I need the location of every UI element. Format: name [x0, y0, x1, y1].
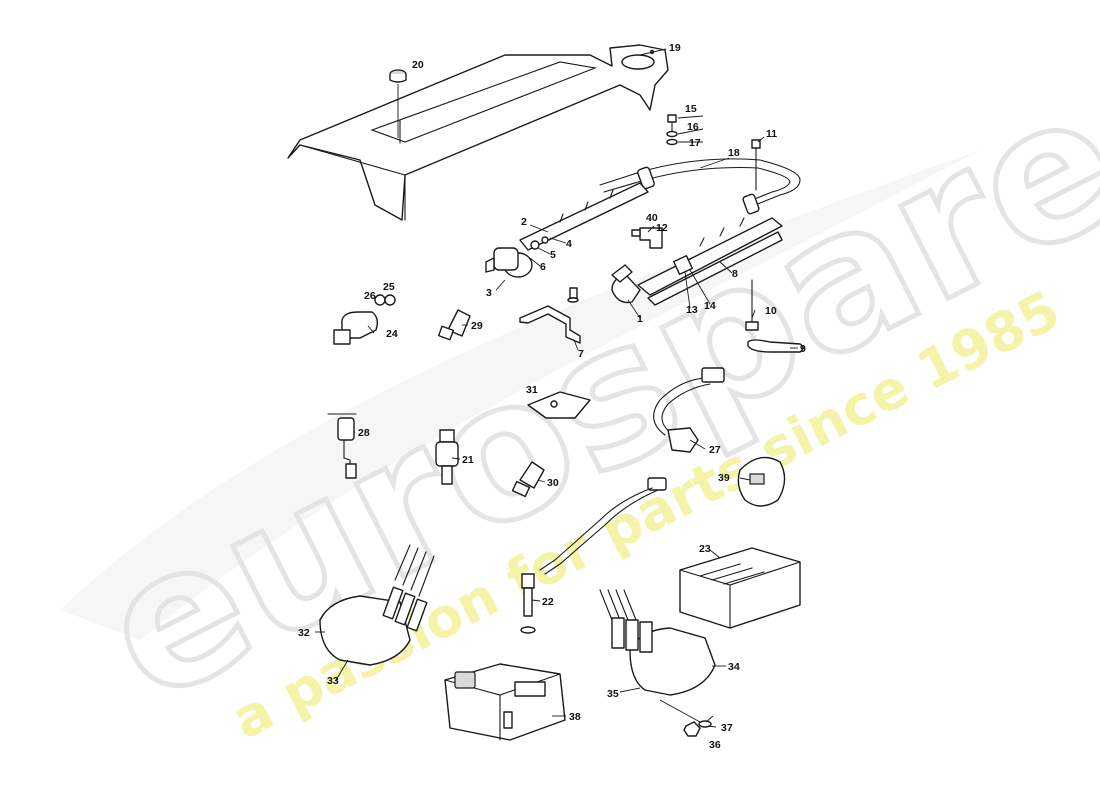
callout-10: 10	[765, 305, 777, 317]
callout-4: 4	[566, 238, 572, 250]
injector-21	[435, 429, 459, 485]
bolt-washers	[666, 114, 678, 146]
distributor-left	[319, 544, 435, 666]
callout-37: 37	[721, 722, 733, 734]
pressure-regulator	[485, 236, 549, 278]
module-31	[527, 391, 591, 419]
callout-1: 1	[637, 313, 643, 325]
distributor-right	[599, 589, 716, 696]
ignition-module	[444, 663, 566, 741]
callout-20: 20	[412, 59, 424, 71]
callout-5: 5	[550, 249, 556, 261]
callout-34: 34	[728, 661, 740, 673]
callout-28: 28	[358, 427, 370, 439]
callout-30: 30	[547, 477, 559, 489]
nut-washer	[683, 720, 712, 737]
valve-24	[333, 294, 396, 345]
callout-17: 17	[689, 137, 701, 149]
watermark: eurospares a passion for parts since 198…	[60, 0, 1100, 752]
callout-24: 24	[386, 328, 398, 340]
switch-28	[327, 413, 357, 479]
sensor-27	[653, 367, 725, 453]
callout-16: 16	[687, 121, 699, 133]
fuel-rail-right	[611, 217, 783, 306]
callout-2: 2	[521, 216, 527, 228]
bolt-11	[751, 139, 761, 191]
callout-33: 33	[327, 675, 339, 687]
fuel-rail-left	[519, 182, 649, 251]
callout-11: 11	[766, 128, 777, 140]
sensor-29	[437, 309, 471, 341]
fuel-pipe	[599, 158, 801, 215]
callout-31: 31	[526, 384, 538, 396]
callout-27: 27	[709, 444, 721, 456]
callout-8: 8	[732, 268, 738, 280]
sensor-39	[737, 456, 786, 507]
cover-plug	[389, 69, 407, 138]
callout-23: 23	[699, 543, 711, 555]
callout-12: 12	[656, 222, 668, 234]
engine-cover	[287, 44, 669, 221]
bracket-7	[519, 287, 581, 344]
callout-36: 36	[709, 739, 721, 751]
sensor-30	[511, 461, 545, 498]
callout-26: 26	[364, 290, 376, 302]
callout-numbers: 1 2 3 4 5 6 7 8 9 10 11 12 13 14 15 16 1…	[298, 42, 806, 751]
callout-13: 13	[686, 304, 698, 316]
callout-15: 15	[685, 103, 697, 115]
ecu-23	[679, 547, 801, 629]
callout-18: 18	[728, 147, 740, 159]
lambda-sensor	[520, 477, 667, 634]
callout-35: 35	[607, 688, 619, 700]
callout-40: 40	[646, 212, 658, 224]
callout-22: 22	[542, 596, 554, 608]
callout-25: 25	[383, 281, 395, 293]
callout-29: 29	[471, 320, 483, 332]
callout-32: 32	[298, 627, 310, 639]
callout-9: 9	[800, 343, 806, 355]
clip-12	[631, 227, 663, 249]
callout-3: 3	[486, 287, 492, 299]
callout-21: 21	[462, 454, 474, 466]
callout-39: 39	[718, 472, 730, 484]
callout-38: 38	[569, 711, 581, 723]
callout-19: 19	[669, 42, 681, 54]
callout-6: 6	[540, 261, 546, 273]
leader-lines	[315, 48, 798, 728]
callout-7: 7	[578, 348, 584, 360]
callout-14: 14	[704, 300, 716, 312]
